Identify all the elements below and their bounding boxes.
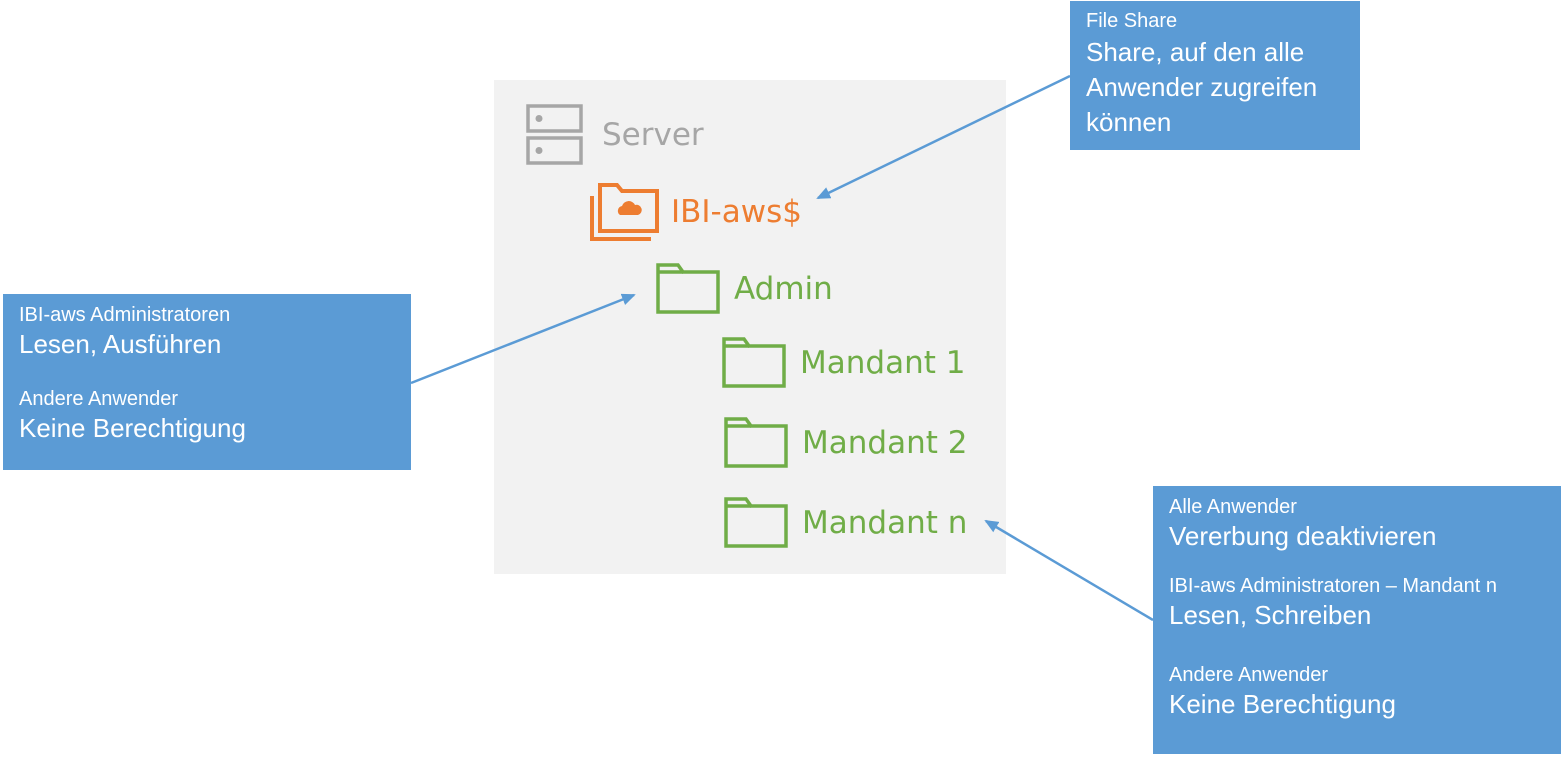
admin-group2-label: Andere Anwender [19, 388, 179, 410]
callout-file-share-heading: File Share [1086, 10, 1178, 32]
share-node[interactable]: IBI-aws$ [589, 182, 802, 242]
arrow-mandant-n [984, 519, 1154, 622]
mandant-group3-label: Andere Anwender [1169, 664, 1329, 686]
folder-admin[interactable]: Admin [656, 263, 833, 314]
admin-perm1-label: Lesen, Ausführen [19, 329, 222, 359]
callout-file-share: File Share Share, auf den alle Anwender … [1070, 1, 1360, 150]
callout-file-share-text: Share, auf den alle Anwender zugreifen k… [1086, 37, 1318, 137]
folder-icon [724, 417, 788, 468]
folder-icon [724, 497, 788, 548]
mandant-perm2-label: Lesen, Schreiben [1169, 600, 1372, 630]
cloud-share-folder-icon [589, 182, 661, 242]
server-label: Server [602, 117, 704, 153]
folder-icon [722, 337, 786, 388]
folder-admin-label: Admin [734, 270, 833, 307]
arrow-file-share [816, 74, 1071, 200]
folder-mandant-n[interactable]: Mandant n [724, 497, 967, 548]
callout-admin-permissions: IBI-aws Administratoren Lesen, Ausführen… [3, 294, 411, 470]
folder-mandant-1[interactable]: Mandant 1 [722, 337, 965, 388]
mandant-group1-label: Alle Anwender [1169, 496, 1297, 518]
callout-mandant-permissions: Alle Anwender Vererbung deaktivieren IBI… [1153, 486, 1561, 754]
folder-mandant-n-label: Mandant n [802, 504, 968, 541]
server-node: Server [526, 104, 704, 166]
folder-mandant-1-label: Mandant 1 [800, 344, 966, 381]
mandant-perm1-label: Vererbung deaktivieren [1169, 521, 1437, 551]
admin-perm2-label: Keine Berechtigung [19, 413, 246, 443]
server-icon [526, 104, 584, 166]
share-label: IBI-aws$ [671, 194, 802, 230]
folder-mandant-2[interactable]: Mandant 2 [724, 417, 967, 468]
folder-mandant-2-label: Mandant 2 [802, 424, 968, 461]
admin-group1-label: IBI-aws Administratoren [19, 304, 231, 326]
mandant-perm3-label: Keine Berechtigung [1169, 689, 1396, 719]
arrow-admin [410, 293, 636, 385]
folder-icon [656, 263, 720, 314]
mandant-group2-label: IBI-aws Administratoren – Mandant n [1169, 575, 1497, 597]
